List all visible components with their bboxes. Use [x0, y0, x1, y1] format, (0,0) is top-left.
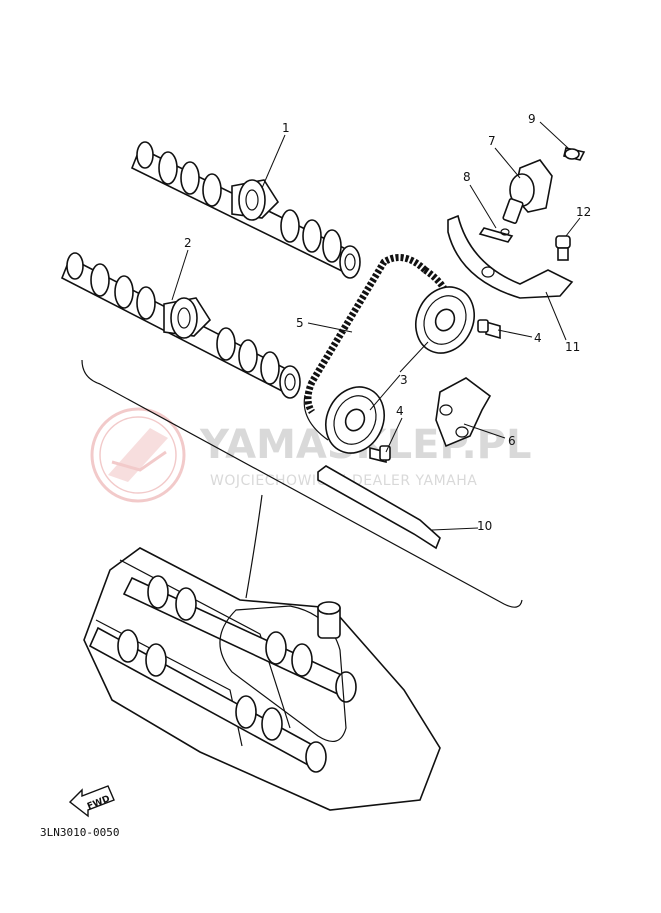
- callout-7: 7: [488, 134, 496, 148]
- watermark-logo: [90, 407, 186, 503]
- callout-11: 11: [565, 340, 580, 354]
- tensioner-gasket: [478, 227, 514, 243]
- callout-12: 12: [576, 205, 591, 219]
- callout-4-upper: 4: [534, 331, 542, 345]
- callout-5: 5: [296, 316, 304, 330]
- bolt-12: [555, 235, 571, 261]
- camshaft-2-journal: [163, 297, 212, 339]
- head-camshaft-upper: [122, 575, 357, 703]
- fwd-arrow-icon: FWD: [68, 785, 115, 818]
- cam-chain: [303, 254, 450, 441]
- cylinder-head-assembly: [83, 547, 441, 811]
- callout-1: 1: [282, 121, 290, 135]
- callout-2: 2: [184, 236, 192, 250]
- sprocket-bolt-upper: [477, 319, 501, 340]
- callout-numbers: 1 2 3 4 4 5 6 7 8 9 10 11 12: [184, 112, 591, 533]
- callout-3: 3: [400, 373, 408, 387]
- cam-sprocket-upper: [415, 286, 475, 354]
- leader-lines: [171, 121, 581, 531]
- chain-tensioner: [502, 159, 553, 224]
- camshaft-1: [130, 141, 361, 279]
- camshaft-1-journal: [231, 179, 280, 221]
- callout-10: 10: [477, 519, 492, 533]
- callout-4-lower: 4: [396, 404, 404, 418]
- detail-bracket: [81, 359, 523, 608]
- callout-8: 8: [463, 170, 471, 184]
- chain-guide-10: [317, 465, 441, 550]
- camshaft-2: [60, 252, 301, 399]
- callout-9: 9: [528, 112, 536, 126]
- head-tensioner: [317, 601, 341, 639]
- cam-sprocket-lower: [325, 386, 385, 454]
- bolt-9: [563, 147, 586, 161]
- diagram-code: 3LN3010-0050: [40, 826, 119, 839]
- callout-6: 6: [508, 434, 516, 448]
- tensioner-guide: [447, 214, 574, 299]
- head-camshaft-lower: [88, 626, 327, 773]
- chain-guide-6: [435, 377, 492, 448]
